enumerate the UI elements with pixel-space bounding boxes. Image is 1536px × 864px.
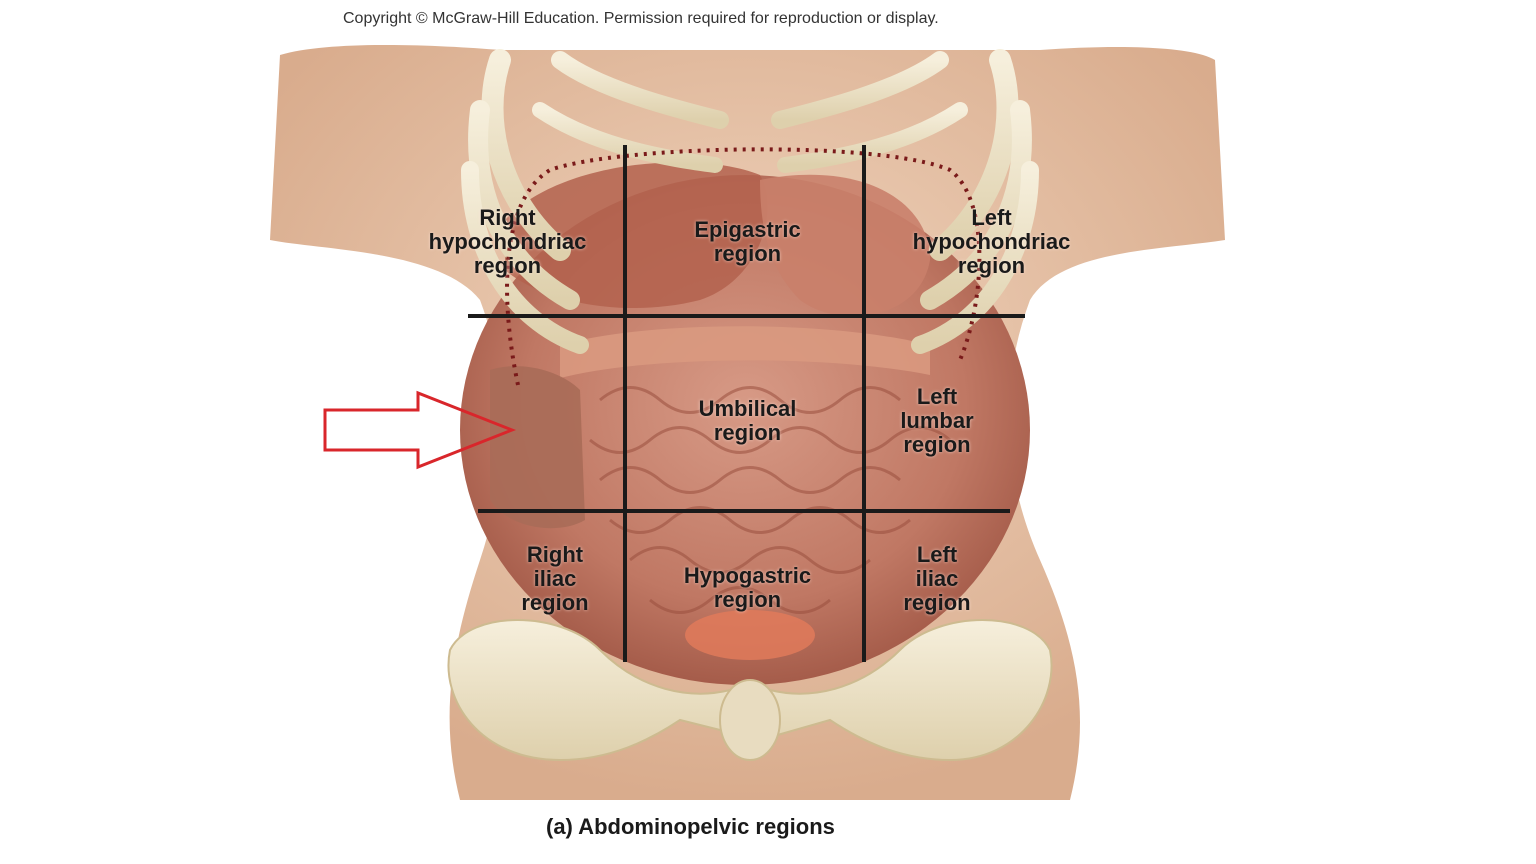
- label-left-iliac: Left iliac region: [903, 542, 971, 615]
- label-hypogastric: Hypogastric region: [683, 563, 812, 612]
- abdominal-organs: [460, 162, 1030, 685]
- label-umbilical: Umbilical region: [698, 396, 797, 445]
- label-epigastric: Epigastric region: [694, 217, 801, 266]
- label-left-hypochondriac: Left hypochondriac region: [912, 205, 1071, 278]
- region-grid: [468, 145, 1025, 662]
- rib-cage: [461, 31, 1039, 354]
- label-left-lumbar: Left lumbar region: [900, 384, 974, 457]
- label-right-hypochondriac: Right hypochondriac region: [428, 205, 587, 278]
- pelvis: [447, 619, 1053, 762]
- copyright-notice: Copyright © McGraw-Hill Education. Permi…: [343, 10, 939, 27]
- figure-caption: (a) Abdominopelvic regions: [546, 814, 835, 839]
- label-right-iliac: Right iliac region: [521, 542, 589, 615]
- red-arrow-annotation: [323, 390, 517, 470]
